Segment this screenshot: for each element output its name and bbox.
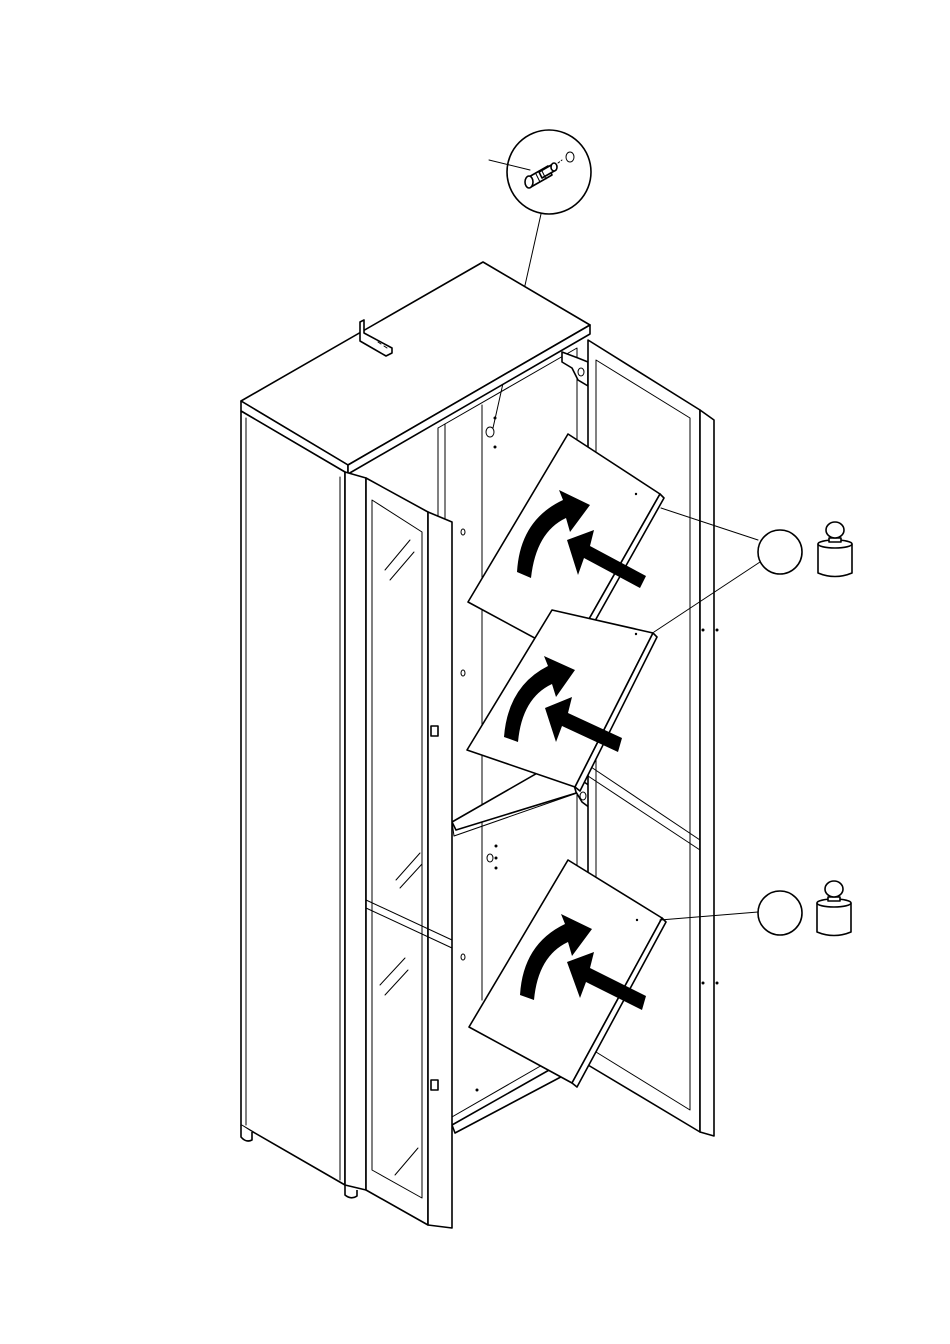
callout-pointer-line <box>489 160 530 170</box>
part-reference-circle <box>758 530 802 574</box>
weight-icon <box>817 881 851 936</box>
part-reference-circle <box>758 891 802 935</box>
door-knob-icon <box>431 726 438 736</box>
left-glass-door <box>345 472 452 1228</box>
door-knob-icon <box>431 1080 438 1090</box>
shelf-pin-icon <box>525 152 574 188</box>
hinge-icon <box>562 352 588 386</box>
cabinet-left-side <box>241 411 345 1185</box>
weight-icon <box>818 522 852 577</box>
cabinet-bottom <box>452 1065 574 1133</box>
